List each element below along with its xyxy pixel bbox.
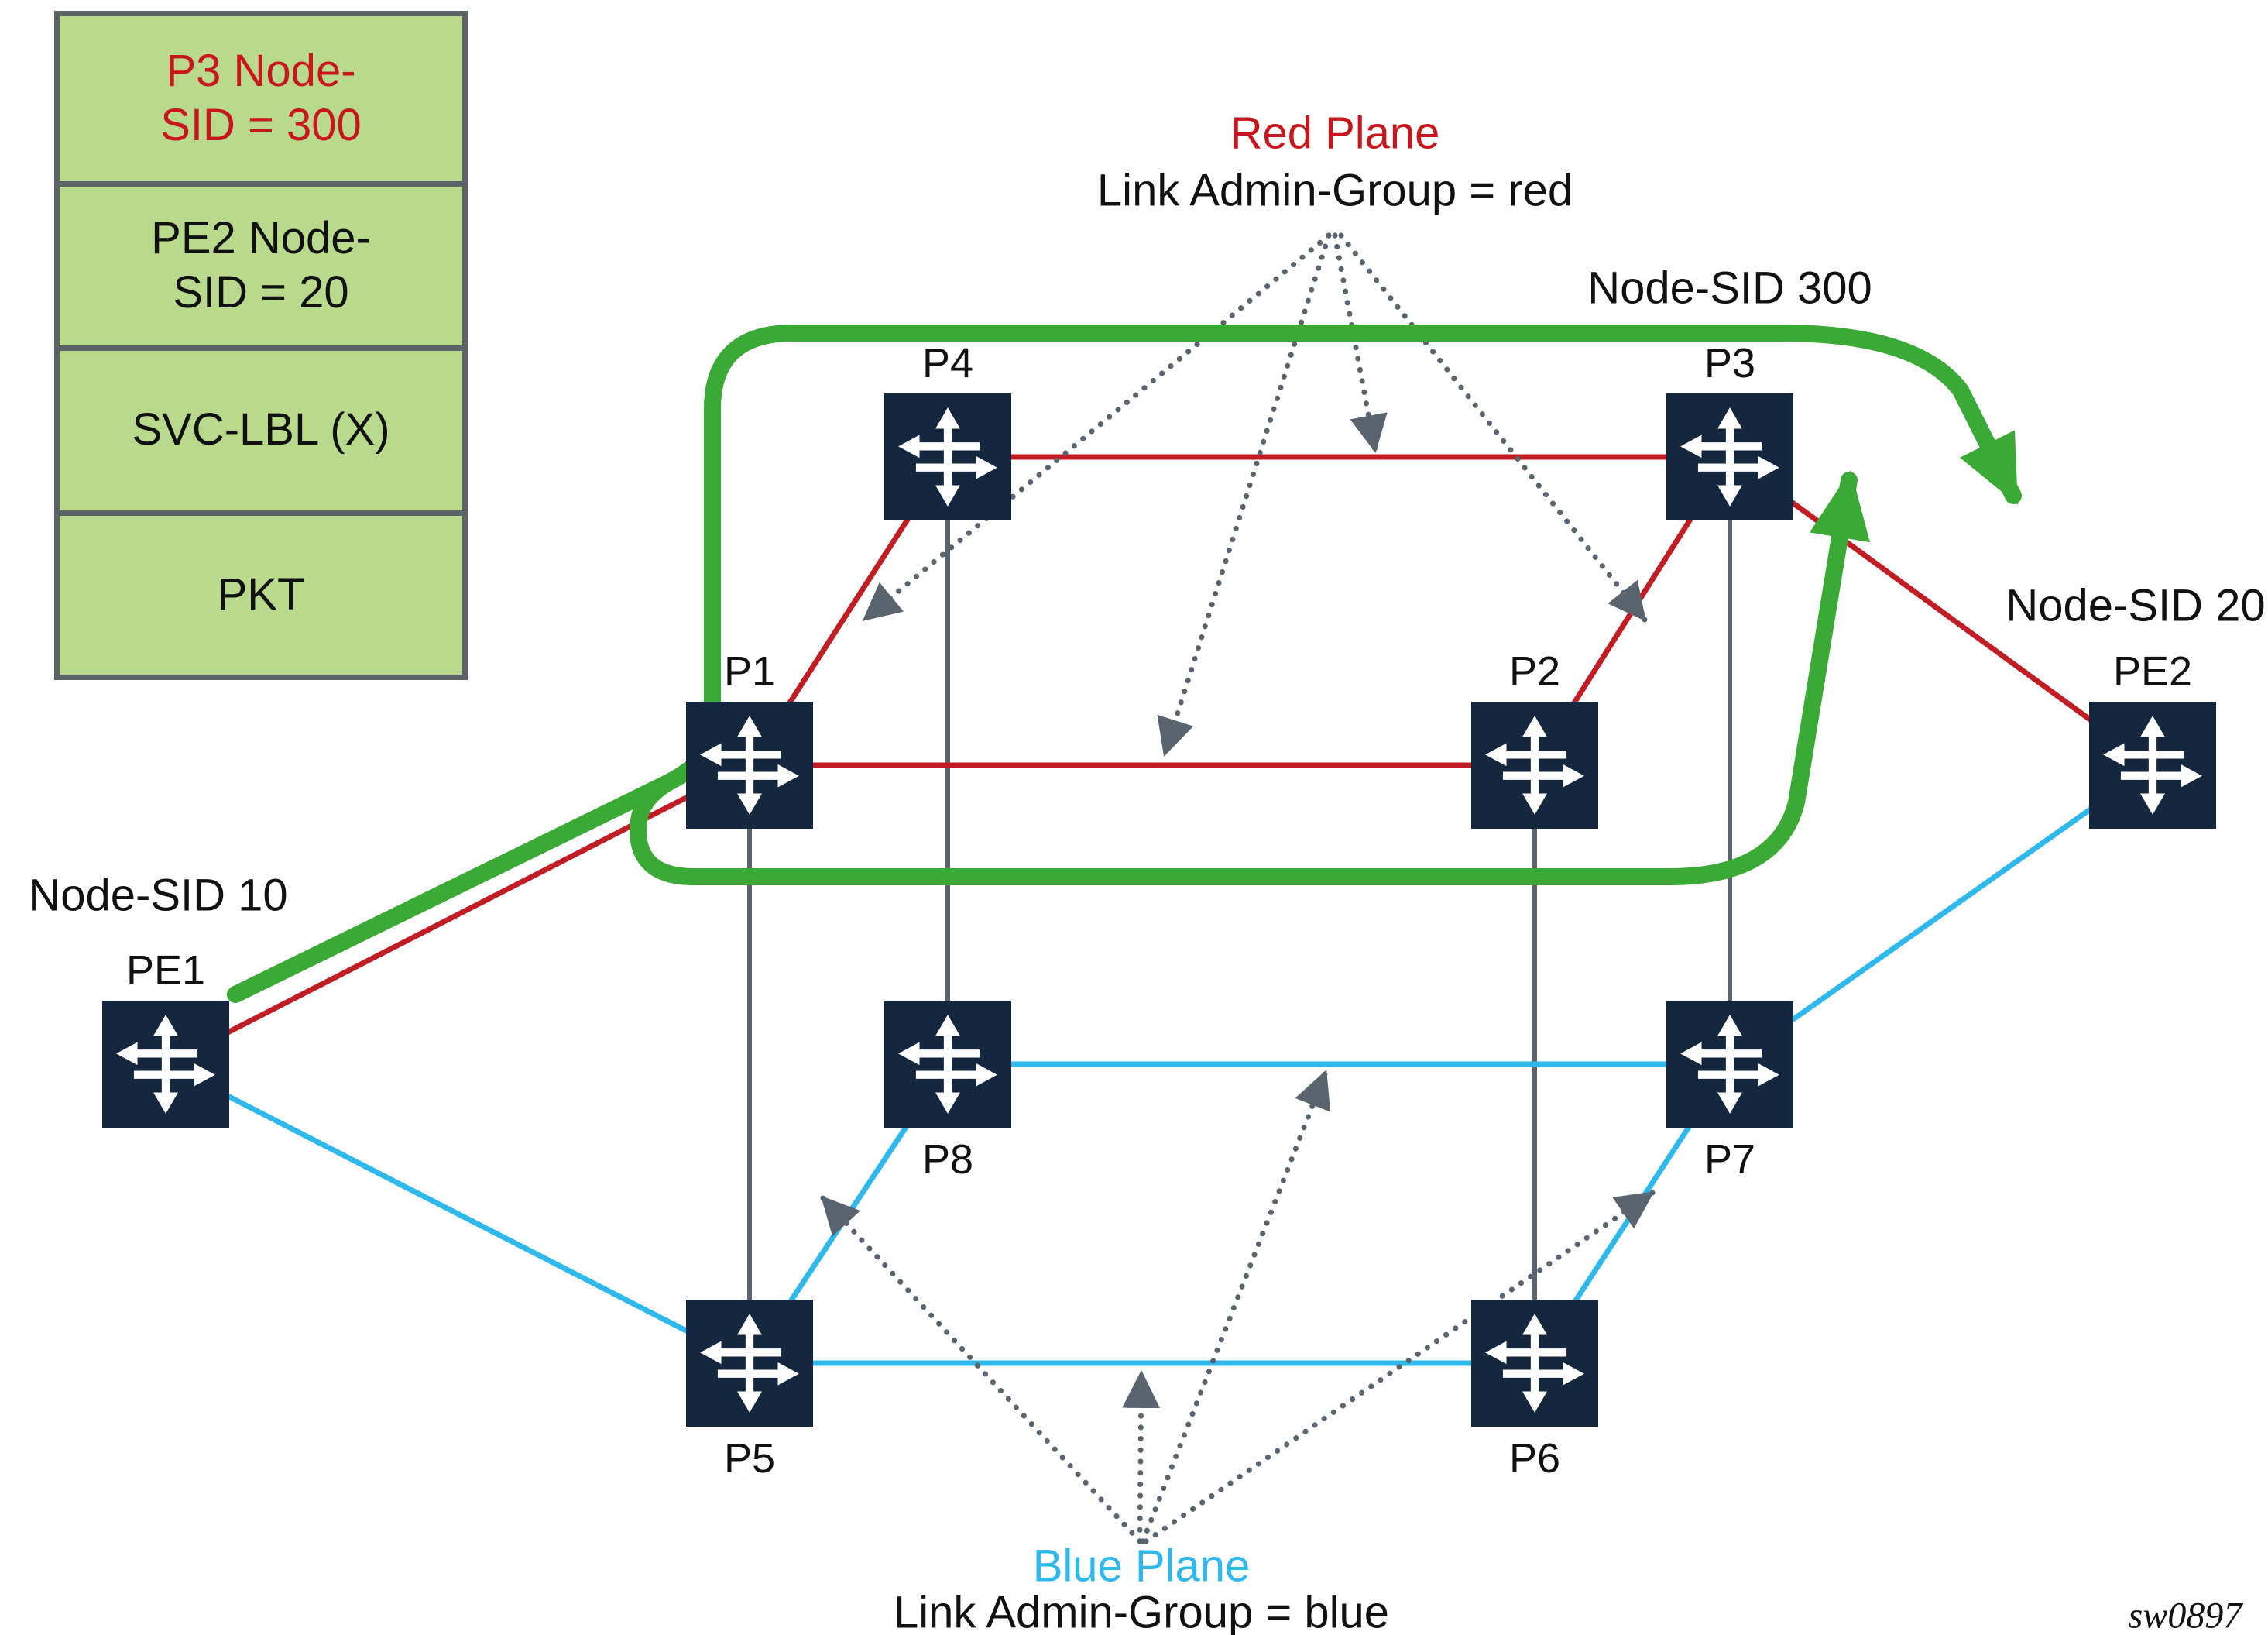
router-node-P3 (1666, 393, 1793, 520)
legend-row-pe2-node-sid: PE2 Node- SID = 20 (60, 180, 462, 346)
node-label-P6: P6 (1508, 1435, 1561, 1482)
router-icon (700, 1314, 799, 1413)
blue-plane-subtitle: Link Admin-Group = blue (894, 1587, 1389, 1635)
red-plane-callout-arrow-3 (1332, 232, 1388, 454)
blue-plane-title: Blue Plane (1032, 1541, 1251, 1592)
legend-row-p3-node-sid: P3 Node- SID = 300 (160, 45, 362, 151)
red-link-PE1-P1 (164, 762, 751, 1067)
callout-arrows (819, 232, 1656, 1544)
blue-plane-callout-arrow-1 (819, 1194, 1143, 1544)
blue-plane-callout-arrow-4 (1143, 1190, 1656, 1544)
node-label-P3: P3 (1704, 340, 1756, 386)
node-sid-10-label: Node-SID 10 (28, 870, 288, 921)
router-node-PE1 (102, 1001, 229, 1128)
blue-plane-callout-arrow-3 (1140, 1069, 1331, 1544)
router-icon (2103, 716, 2202, 815)
red-plane-subtitle: Link Admin-Group = red (1096, 165, 1573, 216)
node-label-PE1: PE1 (125, 947, 206, 994)
blue-link-PE1-P5 (164, 1061, 751, 1366)
red-plane-callout-arrow-1 (861, 232, 1332, 623)
node-label-PE2: PE2 (2112, 648, 2193, 695)
red-plane-callout-arrow-4 (1338, 232, 1648, 623)
router-node-P6 (1471, 1300, 1598, 1427)
router-icon (1680, 1015, 1779, 1114)
node-label-P2: P2 (1508, 648, 1561, 695)
router-icon (898, 407, 997, 507)
router-icon (1485, 716, 1584, 815)
figure-id-watermark: sw0897 (2128, 1595, 2242, 1635)
legend-row-pkt: PKT (60, 510, 462, 675)
node-sid-20-label: Node-SID 20 (2006, 580, 2266, 631)
node-label-P7: P7 (1704, 1136, 1756, 1183)
red-link-P3-PE2 (1728, 455, 2155, 768)
router-icon (1485, 1314, 1584, 1413)
router-node-P1 (686, 702, 813, 829)
blue-link-P7-PE2 (1728, 763, 2155, 1067)
green-route-segment-2 (630, 469, 1871, 885)
router-icon (898, 1015, 997, 1114)
router-node-P2 (1471, 702, 1598, 829)
node-label-P4: P4 (921, 340, 974, 386)
red-plane-title: Red Plane (1230, 108, 1440, 159)
router-node-P8 (884, 1001, 1011, 1128)
legend-row-svc-lbl: SVC-LBL (X) (60, 345, 462, 510)
router-node-P5 (686, 1300, 813, 1427)
router-node-P7 (1666, 1001, 1793, 1128)
node-label-P5: P5 (723, 1435, 776, 1482)
node-label-P1: P1 (723, 648, 776, 695)
router-icon (700, 716, 799, 815)
label-stack-legend: P3 Node- SID = 300 PE2 Node- SID = 20 SV… (54, 11, 468, 680)
router-node-PE2 (2089, 702, 2216, 829)
red-plane-callout-arrow-2 (1157, 232, 1332, 757)
node-label-P8: P8 (921, 1136, 974, 1183)
router-icon (1680, 407, 1779, 507)
node-sid-300-label: Node-SID 300 (1587, 263, 1872, 314)
router-icon (116, 1015, 215, 1114)
router-node-P4 (884, 393, 1011, 520)
